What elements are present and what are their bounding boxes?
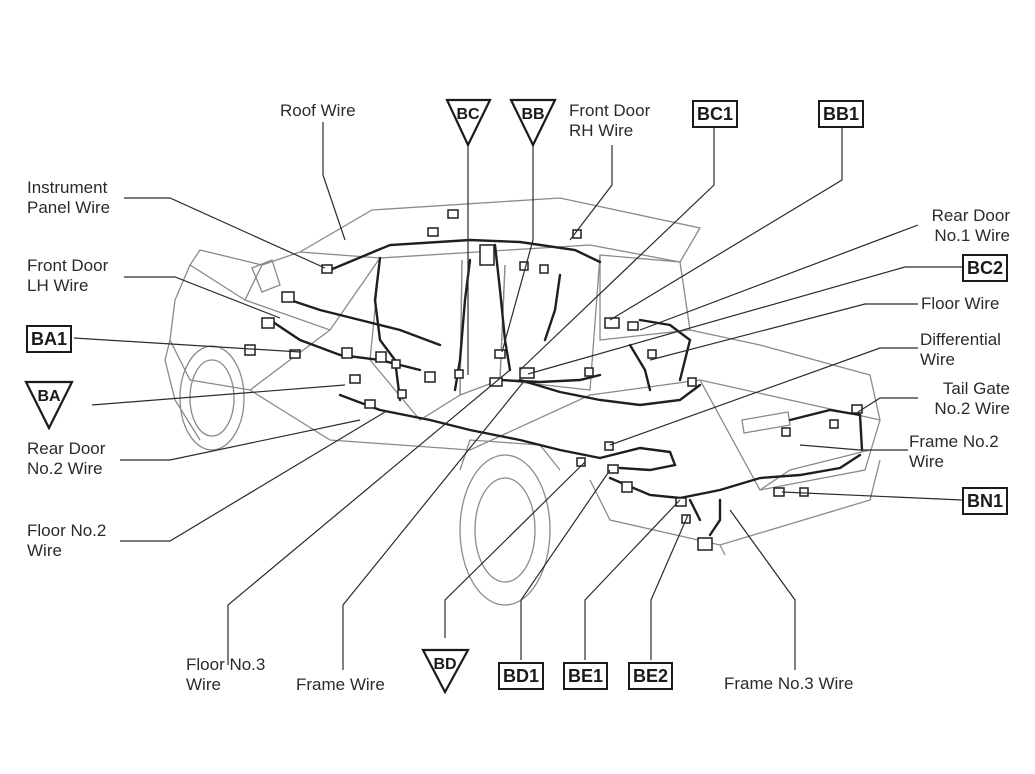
label-differential-wire: Differential Wire bbox=[920, 330, 1001, 369]
label-front-door-lh-wire: Front Door LH Wire bbox=[27, 256, 109, 295]
ground-point-ba-label: BA bbox=[37, 388, 61, 405]
connector-bb1: BB1 bbox=[818, 100, 865, 128]
label-front-door-rh-wire: Front Door RH Wire bbox=[569, 101, 651, 140]
connector-ba1: BA1 bbox=[26, 325, 73, 353]
label-floor-wire: Floor Wire bbox=[921, 294, 1000, 313]
ground-point-bc: BC bbox=[445, 98, 492, 148]
label-floor-no3-wire: Floor No.3 Wire bbox=[186, 655, 266, 694]
ground-point-bb: BB bbox=[509, 98, 557, 148]
connector-be2: BE2 bbox=[628, 662, 674, 690]
connector-bd1: BD1 bbox=[498, 662, 545, 690]
ground-point-bc-label: BC bbox=[456, 106, 480, 123]
leader-lines bbox=[73, 122, 963, 670]
ground-point-ba: BA bbox=[24, 380, 74, 431]
connector-be1: BE1 bbox=[563, 662, 609, 690]
connector-bc2: BC2 bbox=[962, 254, 1009, 282]
connector-bc1: BC1 bbox=[692, 100, 739, 128]
label-frame-no2-wire: Frame No.2 Wire bbox=[909, 432, 999, 471]
label-roof-wire: Roof Wire bbox=[280, 101, 356, 120]
label-rear-door-no1-wire: Rear Door No.1 Wire bbox=[931, 206, 1010, 245]
label-floor-no2-wire: Floor No.2 Wire bbox=[27, 521, 107, 560]
truck-body-outline bbox=[164, 197, 881, 606]
label-instrument-panel-wire: Instrument Panel Wire bbox=[27, 178, 111, 217]
ground-point-bb-label: BB bbox=[521, 106, 544, 123]
connector-bn1: BN1 bbox=[962, 487, 1009, 515]
ground-point-bd-label: BD bbox=[433, 656, 456, 673]
label-frame-wire: Frame Wire bbox=[296, 675, 385, 694]
ground-point-bd: BD bbox=[421, 648, 470, 695]
label-frame-no3-wire: Frame No.3 Wire bbox=[724, 674, 854, 693]
connector-blocks bbox=[244, 209, 863, 551]
label-rear-door-no2-wire: Rear Door No.2 Wire bbox=[27, 439, 106, 478]
label-tail-gate-no2-wire: Tail Gate No.2 Wire bbox=[934, 379, 1010, 418]
